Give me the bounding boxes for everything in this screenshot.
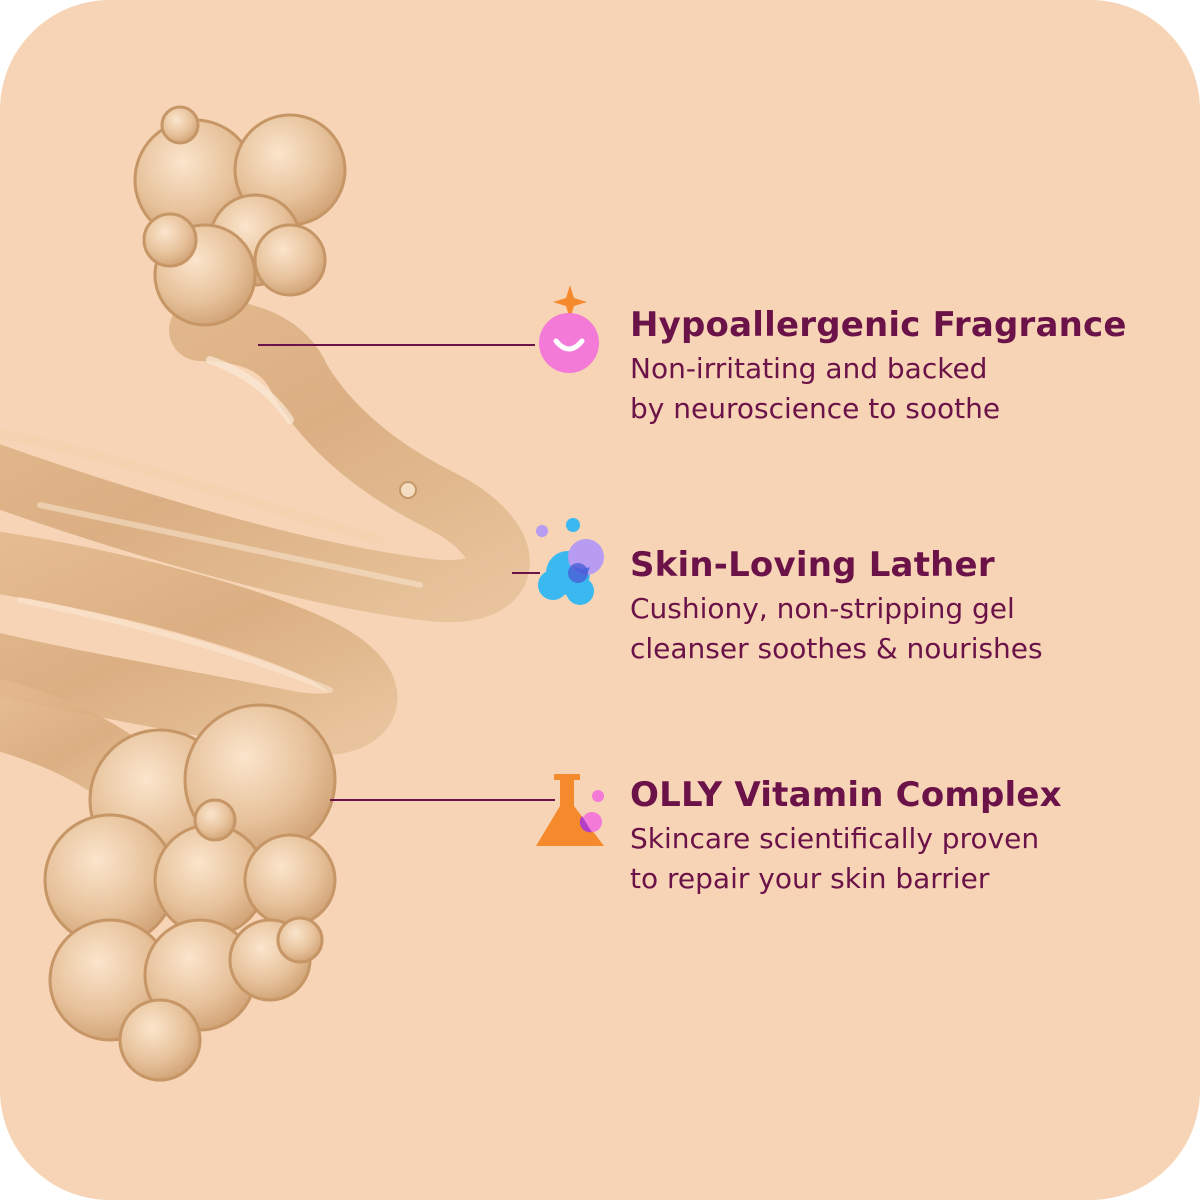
feature-description-line: by neuroscience to soothe [630,392,1001,425]
smiley-sparkle-icon [539,285,599,373]
feature-description: Non-irritating and backed by neuroscienc… [630,349,1170,429]
feature-description-line: to repair your skin barrier [630,862,990,895]
feature-description-line: Skincare scientifically proven [630,822,1040,855]
feature-description-line: cleanser soothes & nourishes [630,632,1043,665]
feature-description: Skincare scientifically proven to repair… [630,819,1170,899]
feature-description-line: Cushiony, non-stripping gel [630,592,1015,625]
bubbles-icon [534,518,604,605]
feature-description: Cushiony, non-stripping gel cleanser soo… [630,589,1170,669]
gel-droplet [399,481,417,499]
feature-hypoallergenic-fragrance: Hypoallergenic Fragrance Non-irritating … [630,305,1170,429]
flask-icon [536,774,604,846]
top-bubble-cluster [133,105,347,327]
feature-title: Skin-Loving Lather [630,545,995,585]
bottom-bubble-cluster [43,703,337,1082]
feature-skin-loving-lather: Skin-Loving Lather Cushiony, non-strippi… [630,545,1170,669]
feature-description-line: Non-irritating and backed [630,352,988,385]
feature-olly-vitamin-complex: OLLY Vitamin Complex Skincare scientific… [630,775,1170,899]
feature-title: OLLY Vitamin Complex [630,775,1062,815]
feature-title: Hypoallergenic Fragrance [630,305,1127,345]
